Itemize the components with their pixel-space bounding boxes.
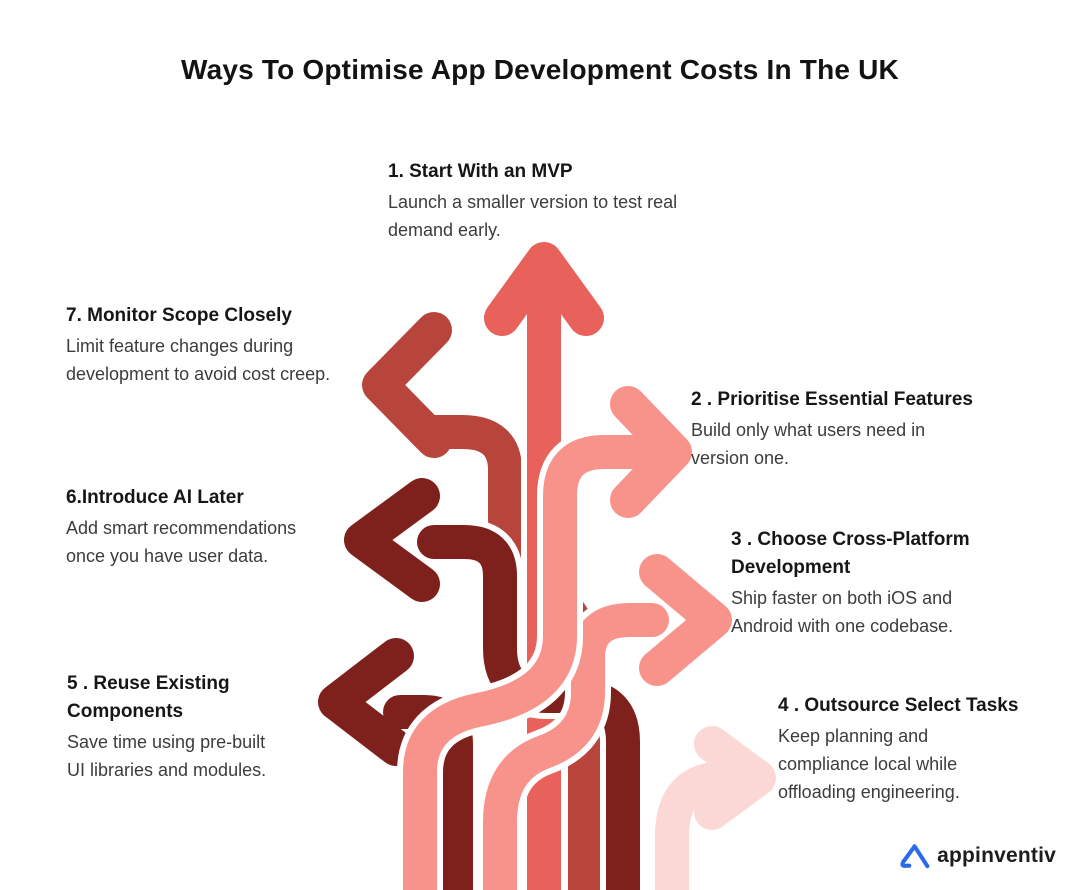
tip-6-introduce-ai: 6.Introduce AI Later Add smart recommend… <box>66 484 296 570</box>
tip-3-cross-platform: 3 . Choose Cross-Platform Development Sh… <box>731 526 970 640</box>
tip-1-start-with-mvp: 1. Start With an MVP Launch a smaller ve… <box>388 158 677 244</box>
tip-6-body: Add smart recommendations once you have … <box>66 518 297 566</box>
tip-3-body: Ship faster on both iOS and Android with… <box>731 588 954 636</box>
tip-5-heading: 5 . Reuse Existing Components <box>67 673 230 722</box>
tip-4-heading: 4 . Outsource Select Tasks <box>778 695 1019 716</box>
tip-7-body: Limit feature changes during development… <box>66 336 331 384</box>
appinventiv-logo: appinventiv <box>900 842 1056 870</box>
tip-2-body: Build only what users need in version on… <box>691 420 926 468</box>
tip-6-heading: 6.Introduce AI Later <box>66 487 244 508</box>
tip-1-body: Launch a smaller version to test real de… <box>388 192 678 240</box>
appinventiv-logo-icon <box>900 844 930 869</box>
tip-2-essential-features: 2 . Prioritise Essential Features Build … <box>691 386 973 472</box>
tip-2-heading: 2 . Prioritise Essential Features <box>691 389 973 410</box>
tip-7-monitor-scope: 7. Monitor Scope Closely Limit feature c… <box>66 302 330 388</box>
appinventiv-logo-text: appinventiv <box>937 844 1056 867</box>
tip-7-heading: 7. Monitor Scope Closely <box>66 305 292 326</box>
tip-1-heading: 1. Start With an MVP <box>388 161 573 182</box>
arrow-cross-platform <box>477 548 738 890</box>
arrow-outsource-tasks <box>649 720 782 890</box>
page-title: Ways To Optimise App Development Costs I… <box>181 54 899 85</box>
arrow-essential-features <box>397 380 698 890</box>
tip-5-reuse-components: 5 . Reuse Existing Components Save time … <box>67 670 266 784</box>
tip-3-heading: 3 . Choose Cross-Platform Development <box>731 529 970 578</box>
tip-5-body: Save time using pre-built UI libraries a… <box>67 732 267 780</box>
tip-4-body: Keep planning and compliance local while… <box>778 726 960 802</box>
tip-4-outsource: 4 . Outsource Select Tasks Keep planning… <box>778 692 1018 806</box>
